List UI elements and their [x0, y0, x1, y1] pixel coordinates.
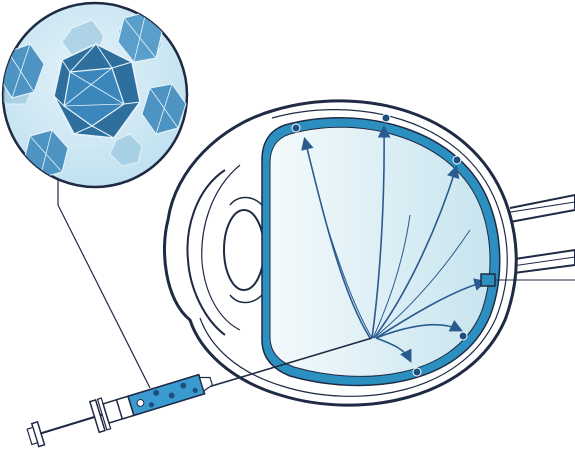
- leader-line: [58, 180, 150, 388]
- callout-box: [481, 274, 575, 286]
- eye-cross-section: [164, 101, 575, 405]
- target-cell: [413, 368, 421, 376]
- syringe: [25, 366, 216, 452]
- target-cell: [459, 332, 467, 340]
- magnified-virus-bubble: [0, 3, 187, 187]
- target-cell: [453, 156, 461, 164]
- lens: [224, 210, 264, 290]
- syringe-fluid: [128, 375, 205, 416]
- target-cell: [292, 124, 300, 132]
- target-cell: [382, 114, 390, 122]
